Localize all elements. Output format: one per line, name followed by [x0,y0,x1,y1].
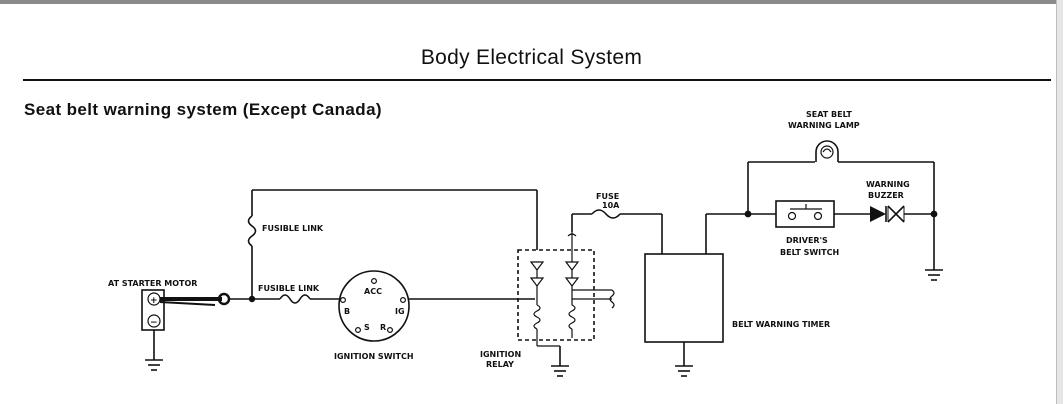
ground-symbol-relay [551,365,569,377]
fusible-link-upper-label: FUSIBLE LINK [262,224,324,233]
fusible-link-lower-label: FUSIBLE LINK [258,284,320,293]
top-border [0,0,1063,4]
seat-belt-lamp-label-2: WARNING LAMP [788,121,860,130]
terminal-b-label: B [344,307,350,316]
battery-terminal: + − [141,289,222,360]
drivers-belt-switch [775,200,835,228]
drivers-belt-switch-label-1: DRIVER'S [786,236,828,245]
warning-buzzer-label-1: WARNING [866,180,910,189]
terminal-s-label: S [364,323,370,332]
terminal-ig-label: IG [395,307,405,316]
page-edge [1056,0,1063,404]
section-title: Seat belt warning system (Except Canada) [24,100,382,119]
battery-minus-label: − [150,318,158,328]
drivers-belt-switch-label-2: BELT SWITCH [780,248,839,257]
ignition-relay [517,232,615,347]
battery-plus-label: + [150,296,158,306]
belt-warning-timer [644,253,724,343]
belt-warning-timer-label: BELT WARNING TIMER [732,320,830,329]
ignition-relay-label-2: RELAY [486,360,514,369]
terminal-r-label: R [380,323,386,332]
ground-symbol-buzzer [925,269,943,281]
terminal-acc-label: ACC [364,287,382,296]
page-title: Body Electrical System [420,46,643,69]
fusible-link-lower [279,294,311,304]
ignition-switch [338,270,410,342]
seat-belt-lamp-label-1: SEAT BELT [806,110,852,119]
warning-buzzer-label-2: BUZZER [868,191,904,200]
seat-belt-warning-lamp [815,140,839,162]
ignition-relay-label-1: IGNITION [480,350,521,359]
fuse-label-2: 10A [602,201,620,210]
ignition-switch-label: IGNITION SWITCH [334,352,414,361]
ground-symbol-battery [145,359,163,371]
fuse-label-1: FUSE [596,192,619,201]
title-rule [23,79,1051,81]
fusible-link-upper [247,215,257,247]
warning-buzzer [870,205,905,223]
fuse-10a [591,209,621,219]
at-starter-motor-label: AT STARTER MOTOR [108,279,197,288]
ground-symbol-timer [675,365,693,377]
